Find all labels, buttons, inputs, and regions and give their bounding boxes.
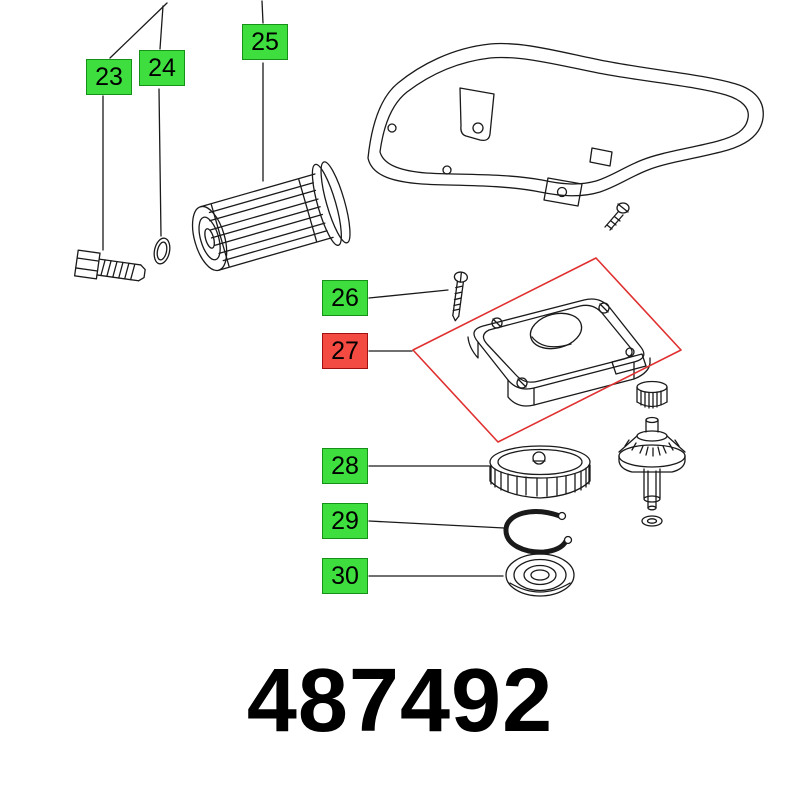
part-number: 487492 xyxy=(246,651,554,751)
circlip-drawing xyxy=(503,509,573,555)
housing-drawing xyxy=(367,42,764,231)
part-label-24[interactable]: 24 xyxy=(139,50,185,86)
handle-grip-drawing xyxy=(191,161,351,272)
washer-drawing xyxy=(153,237,171,265)
part-label-25[interactable]: 25 xyxy=(242,24,288,60)
selection-highlight-box xyxy=(412,257,682,443)
part-label-26[interactable]: 26 xyxy=(322,280,368,316)
leader-lines xyxy=(102,0,505,577)
part-label-23[interactable]: 23 xyxy=(86,59,132,95)
housing-screw-drawing xyxy=(604,202,630,231)
part-label-29[interactable]: 29 xyxy=(322,503,368,539)
gear-cover-drawing xyxy=(467,298,651,407)
hex-bolt-drawing xyxy=(73,249,146,282)
part-label-28[interactable]: 28 xyxy=(322,448,368,484)
ball-bearing-drawing xyxy=(505,553,575,597)
cover-screw-drawing xyxy=(452,271,469,322)
bevel-gear-drawing xyxy=(618,416,686,511)
part-label-30[interactable]: 30 xyxy=(322,558,368,594)
shaft-washer-drawing xyxy=(641,515,663,527)
part-label-27[interactable]: 27 xyxy=(322,333,368,369)
knurled-nut-drawing xyxy=(636,380,668,409)
crown-gear-drawing xyxy=(489,445,591,499)
